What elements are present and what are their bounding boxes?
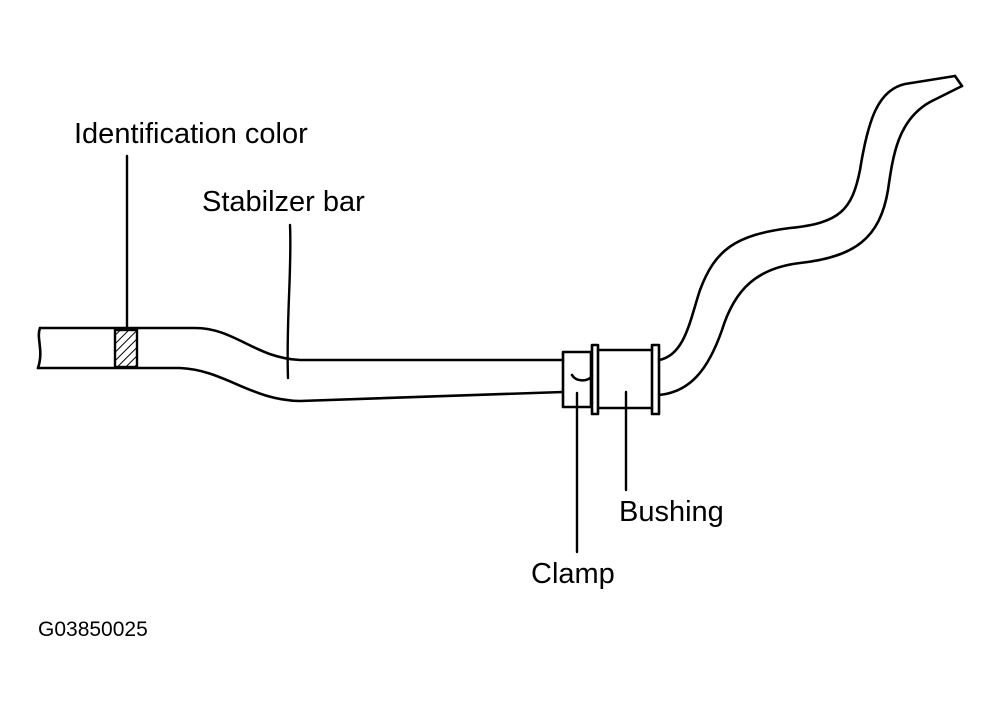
bar-top-edge xyxy=(38,326,565,362)
identification-color-band xyxy=(113,328,139,369)
bushing-right-ring xyxy=(650,343,661,416)
leader-stabilizer-bar xyxy=(286,223,292,380)
bar-right-end xyxy=(953,74,964,88)
figure-id: G03850025 xyxy=(38,618,148,641)
label-identification-color: Identification color xyxy=(74,118,308,150)
label-bushing: Bushing xyxy=(619,496,724,528)
label-clamp: Clamp xyxy=(531,558,615,590)
bar-right-upper-edge xyxy=(657,74,957,362)
bar-broken-end xyxy=(36,326,42,370)
bar-right-lower-edge xyxy=(657,84,964,397)
label-stabilizer-bar: Stabilzer bar xyxy=(202,186,365,218)
clamp-notch xyxy=(570,373,594,382)
bushing-left-ring xyxy=(590,343,600,416)
bar-bottom-edge xyxy=(36,366,565,403)
